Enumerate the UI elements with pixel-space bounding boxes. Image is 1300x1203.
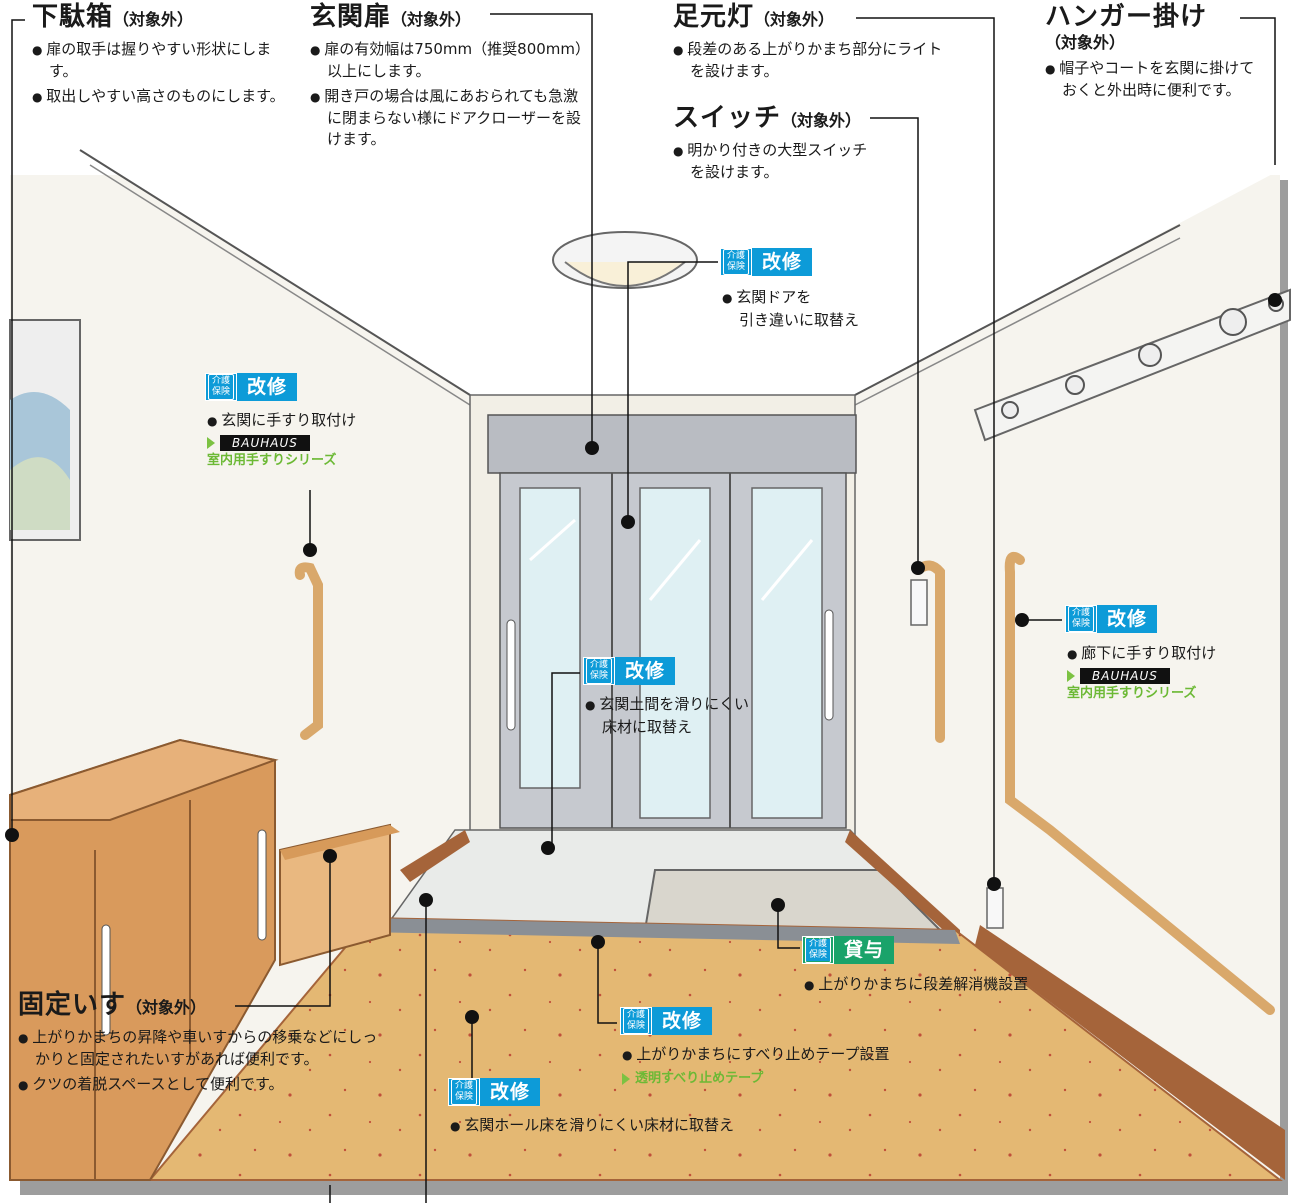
badge-type: 改修 — [652, 1007, 713, 1035]
badge-doma-floor: 介護保険 改修 — [583, 657, 676, 685]
shoe-cabinet-bullet-1: 扉の取手は握りやすい形状にします。 — [32, 39, 292, 82]
series-label: 室内用手すりシリーズ — [1067, 686, 1197, 701]
hanger-rail — [973, 288, 1291, 442]
badge-type: 貸与 — [834, 936, 895, 964]
foot-light — [986, 887, 1004, 929]
badge-step-lift: 介護保険 貸与 — [802, 936, 895, 964]
play-triangle-icon — [622, 1073, 630, 1085]
play-triangle-icon — [1067, 670, 1075, 682]
desc-step-tape: 上がりかまちにすべり止めテープ設置 透明すべり止めテープ — [622, 1043, 890, 1089]
badge-type: 改修 — [237, 373, 298, 401]
brand-label: BAUHAUS — [220, 435, 310, 451]
desc-hall-rail: 廊下に手すり取付け BAUHAUS 室内用手すりシリーズ — [1067, 642, 1216, 704]
door-tag: （対象外） — [391, 10, 472, 29]
tape-product-label: 透明すべり止めテープ — [635, 1071, 764, 1086]
desc-doma-floor: 玄関土間を滑りにくい 床材に取替え — [585, 693, 749, 738]
ceiling-light — [552, 231, 698, 289]
badge-type: 改修 — [1097, 605, 1158, 633]
label-entrance-door: 玄関扉（対象外） 扉の有効幅は750mm（推奨800mm）以上にします。 開き戸… — [310, 2, 590, 150]
kaigo-hoken-mark: 介護保険 — [720, 248, 752, 276]
hanger-bullet-1: 帽子やコートを玄関に掛けておくと外出時に便利です。 — [1045, 58, 1260, 101]
light-switch — [910, 579, 928, 626]
badge-hall-rail: 介護保険 改修 — [1065, 605, 1158, 633]
switch-tag: （対象外） — [781, 111, 862, 130]
shoe-cabinet-bullet-2: 取出しやすい高さのものにします。 — [32, 86, 292, 108]
shoe-cabinet-title: 下駄箱 — [32, 2, 114, 32]
sliding-door — [499, 472, 847, 829]
label-fixed-bench: 固定いす（対象外） 上がりかまちの昇降や車いすからの移乗などにしっかりと固定され… — [18, 990, 388, 1096]
foot-light-tag: （対象外） — [754, 10, 835, 29]
switch-title: スイッチ — [673, 103, 782, 133]
leader-lines — [11, 13, 1276, 1203]
bench-title: 固定いす — [18, 990, 127, 1020]
kaigo-hoken-mark: 介護保険 — [448, 1078, 480, 1106]
bench-bullet-1: 上がりかまちの昇降や車いすからの移乗などにしっかりと固定されたいすがあれば便利で… — [18, 1027, 388, 1070]
label-foot-light: 足元灯（対象外） 段差のある上がりかまち部分にライトを設けます。 — [673, 2, 943, 82]
kaigo-hoken-mark: 介護保険 — [802, 936, 834, 964]
bench-bullet-2: クツの着脱スペースとして便利です。 — [18, 1074, 388, 1096]
badge-type: 改修 — [752, 248, 813, 276]
badge-type: 改修 — [615, 657, 676, 685]
kaigo-hoken-mark: 介護保険 — [583, 657, 615, 685]
shoe-cabinet-tag: （対象外） — [113, 10, 194, 29]
series-label: 室内用手すりシリーズ — [207, 453, 337, 468]
foot-light-title: 足元灯 — [673, 2, 755, 32]
desc-hall-floor: 玄関ホール床を滑りにくい床材に取替え — [450, 1114, 734, 1137]
brand-label: BAUHAUS — [1080, 668, 1170, 684]
door-bullet-1: 扉の有効幅は750mm（推奨800mm）以上にします。 — [310, 39, 590, 82]
leader-dots — [5, 293, 1282, 1024]
hanger-tag: （対象外） — [1045, 33, 1126, 52]
wall-picture — [9, 319, 81, 541]
badge-type: 改修 — [480, 1078, 541, 1106]
badge-door-replace: 介護保険 改修 — [720, 248, 813, 276]
label-switch: スイッチ（対象外） 明かり付きの大型スイッチを設けます。 — [673, 103, 873, 183]
badge-entry-rail: 介護保険 改修 — [205, 373, 298, 401]
fixed-bench — [279, 823, 400, 967]
bench-tag: （対象外） — [126, 998, 207, 1017]
badge-step-tape: 介護保険 改修 — [620, 1007, 713, 1035]
play-triangle-icon — [207, 437, 215, 449]
desc-step-lift: 上がりかまちに段差解消機設置 — [804, 973, 1028, 996]
door-title: 玄関扉 — [310, 2, 392, 32]
kaigo-hoken-mark: 介護保険 — [205, 373, 237, 401]
shoe-cabinet — [9, 738, 279, 1181]
door-header — [487, 414, 857, 474]
foot-light-bullet-1: 段差のある上がりかまち部分にライトを設けます。 — [673, 39, 943, 82]
switch-bullet-1: 明かり付きの大型スイッチを設けます。 — [673, 140, 873, 183]
label-shoe-cabinet: 下駄箱（対象外） 扉の取手は握りやすい形状にします。 取出しやすい高さのものにし… — [32, 2, 292, 108]
kaigo-hoken-mark: 介護保険 — [620, 1007, 652, 1035]
hanger-title: ハンガー掛け — [1045, 2, 1208, 32]
hall-handrail — [1004, 552, 1275, 1015]
kaigo-hoken-mark: 介護保険 — [1065, 605, 1097, 633]
badge-hall-floor: 介護保険 改修 — [448, 1078, 541, 1106]
door-bullet-2: 開き戸の場合は風にあおられても急激に閉まらない様にドアクローザーを設けます。 — [310, 86, 590, 150]
label-hanger: ハンガー掛け （対象外） 帽子やコートを玄関に掛けておくと外出時に便利です。 — [1045, 2, 1260, 101]
desc-door-replace: 玄関ドアを 引き違いに取替え — [722, 286, 859, 331]
entry-handrail — [294, 562, 323, 740]
desc-entry-rail: 玄関に手すり取付け BAUHAUS 室内用手すりシリーズ — [207, 409, 356, 471]
